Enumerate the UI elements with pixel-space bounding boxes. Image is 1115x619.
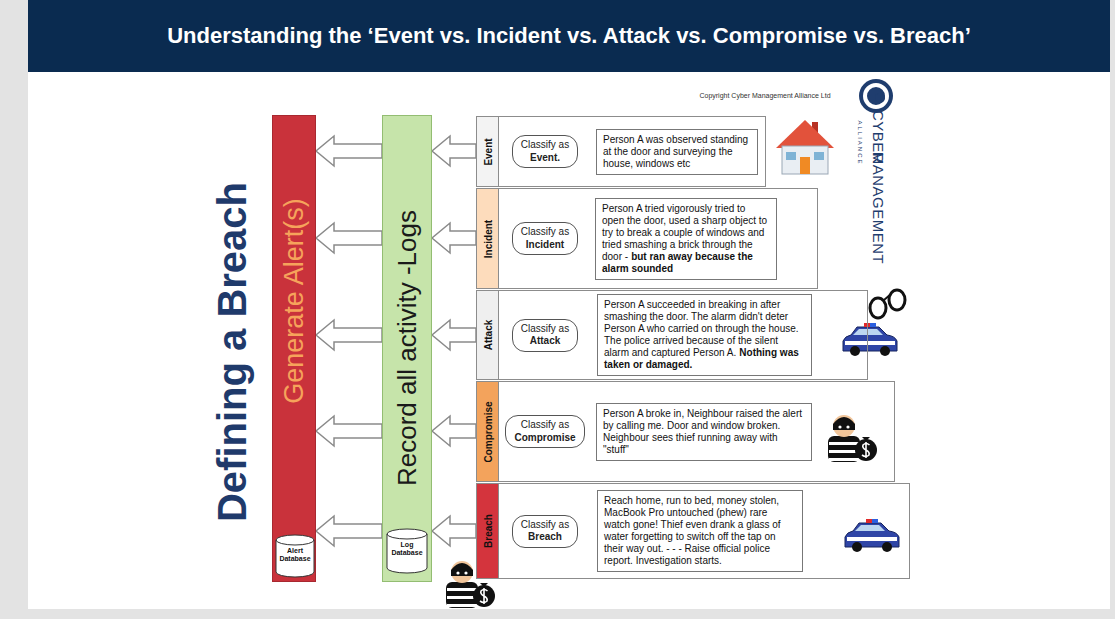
logo-mark — [865, 85, 887, 107]
database-text-holder: Alert Database — [276, 547, 314, 563]
classification-row: Classify asBreachReach home, run to bed,… — [476, 483, 910, 579]
hollow-arrow — [316, 516, 382, 546]
row-label: Compromise — [482, 401, 493, 462]
hollow-arrow — [432, 416, 476, 446]
police-car-icon — [843, 323, 897, 356]
header-bar — [28, 0, 1110, 72]
database-cylinder: Alert Database — [275, 534, 315, 578]
hollow-arrow — [316, 136, 382, 166]
handcuffs-icon — [889, 290, 905, 310]
pill-label: Classify as — [521, 226, 569, 239]
status-bar: Log Database Record all activity -Logs — [382, 115, 432, 582]
row-label: Breach — [482, 514, 493, 548]
database-text-holder: Log Database — [387, 541, 427, 557]
cylinder-rim — [276, 540, 314, 545]
classification-row: Classify asCompromisePerson A broke in, … — [476, 381, 895, 482]
house-icon — [776, 120, 834, 148]
cylinder-body — [276, 535, 314, 577]
database-label: Alert Database — [276, 547, 314, 563]
cylinder-rim — [387, 534, 427, 539]
classify-pill: Classify asIncident — [512, 222, 578, 255]
classification-row: Classify asAttackPerson A succeeded in b… — [476, 290, 868, 380]
classify-pill: Classify asCompromise — [505, 415, 584, 448]
handcuffs-icon — [870, 298, 886, 318]
handcuffs-icon — [870, 290, 905, 318]
bar-label: Generate Alert(s) — [279, 198, 310, 404]
pill-label: Incident — [521, 239, 569, 252]
hollow-arrow — [316, 223, 382, 253]
hollow-arrow — [316, 416, 382, 446]
logo-mark — [875, 93, 885, 103]
status-bar: Alert Database Generate Alert(s) — [272, 115, 316, 582]
scenario-box: Person A succeeded in breaking in after … — [597, 294, 812, 376]
classify-pill: Classify asEvent. — [512, 135, 578, 168]
police-car-icon — [845, 519, 899, 552]
scenario-box: Person A broke in, Neighbour raised the … — [596, 403, 812, 461]
classification-row: Classify asEvent. Person A was observed s… — [476, 116, 766, 187]
house-icon — [782, 146, 828, 174]
scenario-box: Reach home, run to bed, money stolen, Ma… — [597, 490, 803, 572]
house-icon — [800, 157, 810, 174]
scenario-text: Person A was observed standing at the do… — [603, 134, 748, 169]
pill-label: Classify as — [521, 323, 569, 336]
row-strip: Event — [477, 117, 499, 186]
scenario-box: Person A was observed standing at the do… — [596, 129, 758, 175]
hollow-arrow — [432, 223, 476, 253]
classification-row: Classify asIncidentPerson A tried vigoro… — [476, 188, 818, 289]
cylinder-body — [387, 529, 427, 573]
row-label: Attack — [482, 320, 493, 351]
row-strip: Attack — [477, 291, 499, 379]
hollow-arrow — [432, 136, 476, 166]
handcuffs-icon — [884, 294, 891, 300]
pill-label: Compromise — [514, 432, 575, 445]
pill-label: Event. — [521, 152, 569, 165]
pill-label: Breach — [521, 531, 569, 544]
hollow-arrow — [432, 516, 476, 546]
pill-label: Classify as — [521, 519, 569, 532]
pill-label: Classify as — [521, 139, 569, 152]
database-label: Log Database — [387, 541, 427, 557]
logo-mark — [859, 79, 893, 113]
scenario-box: Person A tried vigorously tried to open … — [595, 198, 777, 280]
row-strip: Incident — [477, 189, 499, 288]
house-icon — [786, 152, 796, 160]
row-label: Incident — [482, 219, 493, 257]
row-strip: Compromise — [477, 382, 499, 481]
pill-label: Attack — [521, 335, 569, 348]
thief-icon — [828, 415, 877, 462]
logo-word: ALLIANCE — [857, 120, 863, 165]
pill-label: Classify as — [514, 419, 575, 432]
bar-label: Record all activity -Logs — [392, 210, 423, 486]
row-label: Event — [482, 138, 493, 165]
page-title: Understanding the ‘Event vs. Incident vs… — [28, 0, 1110, 72]
logo-mark — [859, 79, 893, 113]
copyright-note: Copyright Cyber Management Alliance Ltd — [699, 92, 830, 99]
scenario-text: Person A broke in, Neighbour raised the … — [603, 408, 802, 455]
house-icon — [776, 120, 834, 174]
hollow-arrow — [432, 320, 476, 350]
classify-pill: Classify asBreach — [512, 515, 578, 548]
house-icon — [814, 152, 824, 160]
row-strip: Breach — [477, 484, 499, 578]
white-panel — [28, 72, 1110, 609]
database-cylinder: Log Database — [386, 528, 428, 574]
logo-word: MANAGEMENT — [870, 152, 887, 265]
side-heading: Defining a Breach — [210, 182, 255, 522]
scenario-text: Reach home, run to bed, money stolen, Ma… — [604, 495, 781, 566]
hollow-arrow — [316, 320, 382, 350]
classify-pill: Classify asAttack — [512, 319, 578, 352]
